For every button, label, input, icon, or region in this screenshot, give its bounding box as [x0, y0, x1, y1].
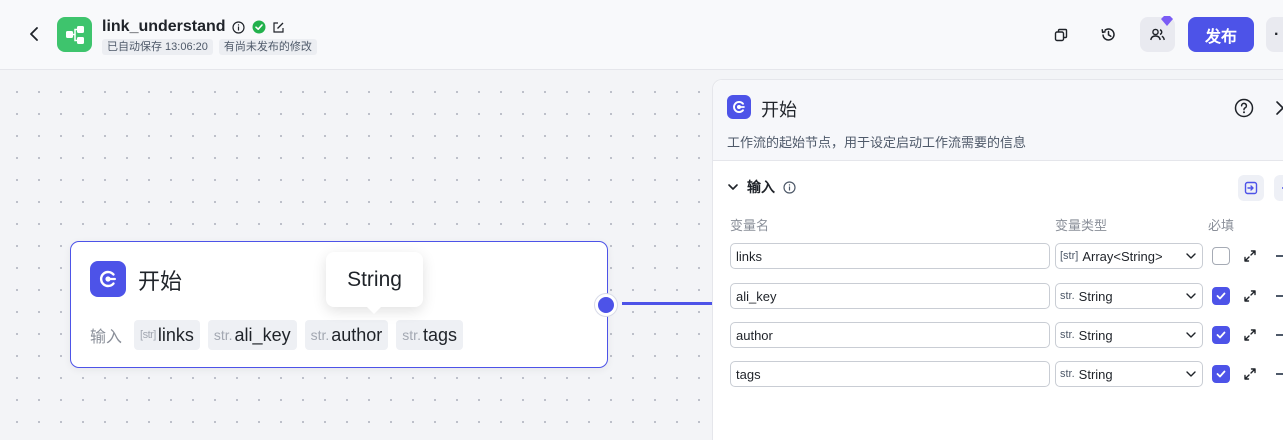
app-icon [57, 17, 92, 52]
users-icon [1150, 28, 1165, 41]
column-variable-type: 变量类型 [1055, 218, 1108, 233]
remove-row-button[interactable] [1276, 295, 1283, 297]
copy-icon [1054, 28, 1067, 41]
table-row: str. String [713, 322, 1283, 350]
node-title: 开始 [138, 269, 183, 294]
variable-name-input[interactable] [730, 243, 1050, 269]
panel-start-icon [727, 95, 751, 119]
publish-button[interactable]: 发布 [1188, 17, 1254, 52]
required-checkbox[interactable] [1212, 247, 1230, 265]
back-button[interactable] [24, 24, 44, 44]
history-button[interactable] [1091, 17, 1126, 52]
required-checkbox[interactable] [1212, 287, 1230, 305]
help-icon[interactable] [1234, 98, 1254, 118]
string-type: str. [310, 327, 330, 343]
input-chip-links[interactable]: [str] links [134, 320, 200, 350]
chip-name: tags [422, 324, 457, 345]
variable-type-select[interactable]: str. String [1055, 322, 1203, 348]
variable-name-input[interactable] [730, 283, 1050, 309]
variable-type-select[interactable]: [str] Array<String> [1055, 243, 1203, 269]
top-bar: link_understand 已自动保存 13:06:20 有尚未发布的修改 … [0, 0, 1283, 70]
chip-name: links [157, 324, 194, 345]
input-chip-ali-key[interactable]: str. ali_key [207, 320, 297, 350]
import-button[interactable] [1238, 175, 1264, 201]
string-type-icon: str. [1060, 290, 1075, 302]
info-icon[interactable] [232, 20, 246, 34]
variable-name-input[interactable] [730, 322, 1050, 348]
variable-type-value: String [1078, 366, 1113, 382]
table-row: str. String [713, 361, 1283, 389]
string-type: str. [402, 327, 421, 343]
app-title: link_understand [102, 18, 226, 35]
string-type-icon: str. [1060, 329, 1075, 341]
chevron-down-icon [1186, 371, 1196, 377]
variable-name-input[interactable] [730, 361, 1050, 387]
expand-icon[interactable] [1243, 249, 1257, 263]
close-icon[interactable] [1273, 98, 1283, 118]
array-string-type-icon: [str] [1060, 250, 1079, 262]
checkmark-icon [1216, 292, 1226, 300]
copy-button[interactable] [1043, 17, 1078, 52]
chevron-left-icon [30, 27, 38, 41]
start-icon [99, 270, 116, 288]
start-node-icon [90, 261, 126, 297]
variable-type-value: Array<String> [1082, 248, 1163, 264]
checkmark-icon [1216, 331, 1226, 339]
panel-description: 工作流的起始节点，用于设定启动工作流需要的信息 [727, 135, 1027, 150]
output-port[interactable] [595, 294, 617, 316]
workflow-icon [65, 25, 84, 44]
variable-type-value: String [1078, 288, 1113, 304]
table-row: [str] Array<String> [713, 243, 1283, 271]
workflow-canvas[interactable] [0, 71, 712, 440]
array-string-type: [str] [140, 329, 156, 341]
premium-badge-icon [1161, 16, 1173, 26]
chevron-down-icon[interactable] [727, 181, 739, 193]
check-circle-icon [252, 20, 266, 34]
remove-row-button[interactable] [1276, 373, 1283, 375]
panel-header: 开始 工作流的起始节点，用于设定启动工作流需要的信息 [713, 80, 1283, 161]
chevron-down-icon [1186, 293, 1196, 299]
status-row: 已自动保存 13:06:20 有尚未发布的修改 [102, 39, 317, 55]
chip-name: ali_key [234, 324, 291, 345]
expand-icon[interactable] [1243, 328, 1257, 342]
unpublished-status: 有尚未发布的修改 [218, 39, 317, 55]
inputs-label: 输入 [90, 329, 123, 346]
string-type: str. [213, 327, 233, 343]
remove-row-button[interactable] [1276, 334, 1283, 336]
node-config-panel: 开始 工作流的起始节点，用于设定启动工作流需要的信息 输入 变量名 变量类型 必… [712, 79, 1283, 440]
input-chip-tags[interactable]: str. tags [396, 320, 463, 350]
import-icon [1244, 181, 1258, 195]
remove-row-button[interactable] [1276, 255, 1283, 257]
node-edge [622, 302, 714, 305]
column-variable-name: 变量名 [730, 218, 770, 233]
required-checkbox[interactable] [1212, 365, 1230, 383]
required-checkbox[interactable] [1212, 326, 1230, 344]
more-button[interactable]: · [1266, 17, 1283, 52]
variable-type-select[interactable]: str. String [1055, 361, 1203, 387]
panel-title: 开始 [761, 100, 797, 120]
checkmark-icon [1216, 370, 1226, 378]
node-inputs: 输入 [str] links str. ali_key str. author … [90, 320, 463, 350]
history-icon [1101, 28, 1115, 41]
expand-icon[interactable] [1243, 367, 1257, 381]
edit-icon[interactable] [272, 20, 286, 34]
expand-icon[interactable] [1243, 289, 1257, 303]
string-type-icon: str. [1060, 368, 1075, 380]
chevron-down-icon [1186, 332, 1196, 338]
chevron-down-icon [1186, 253, 1196, 259]
info-icon[interactable] [783, 180, 796, 194]
autosave-status: 已自动保存 13:06:20 [102, 39, 213, 55]
collaborators-button[interactable] [1140, 16, 1175, 52]
variable-type-value: String [1078, 327, 1113, 343]
add-input-button[interactable] [1274, 175, 1283, 201]
variable-type-select[interactable]: str. String [1055, 283, 1203, 309]
inputs-section-title: 输入 [747, 179, 775, 195]
title-row: link_understand [102, 17, 286, 37]
inputs-section-header[interactable]: 输入 [727, 177, 796, 197]
table-row: str. String [713, 283, 1283, 311]
input-chip-author[interactable]: str. author [304, 320, 389, 350]
column-required: 必填 [1208, 218, 1235, 233]
type-tooltip: String [326, 252, 423, 314]
chip-name: author [331, 324, 383, 345]
